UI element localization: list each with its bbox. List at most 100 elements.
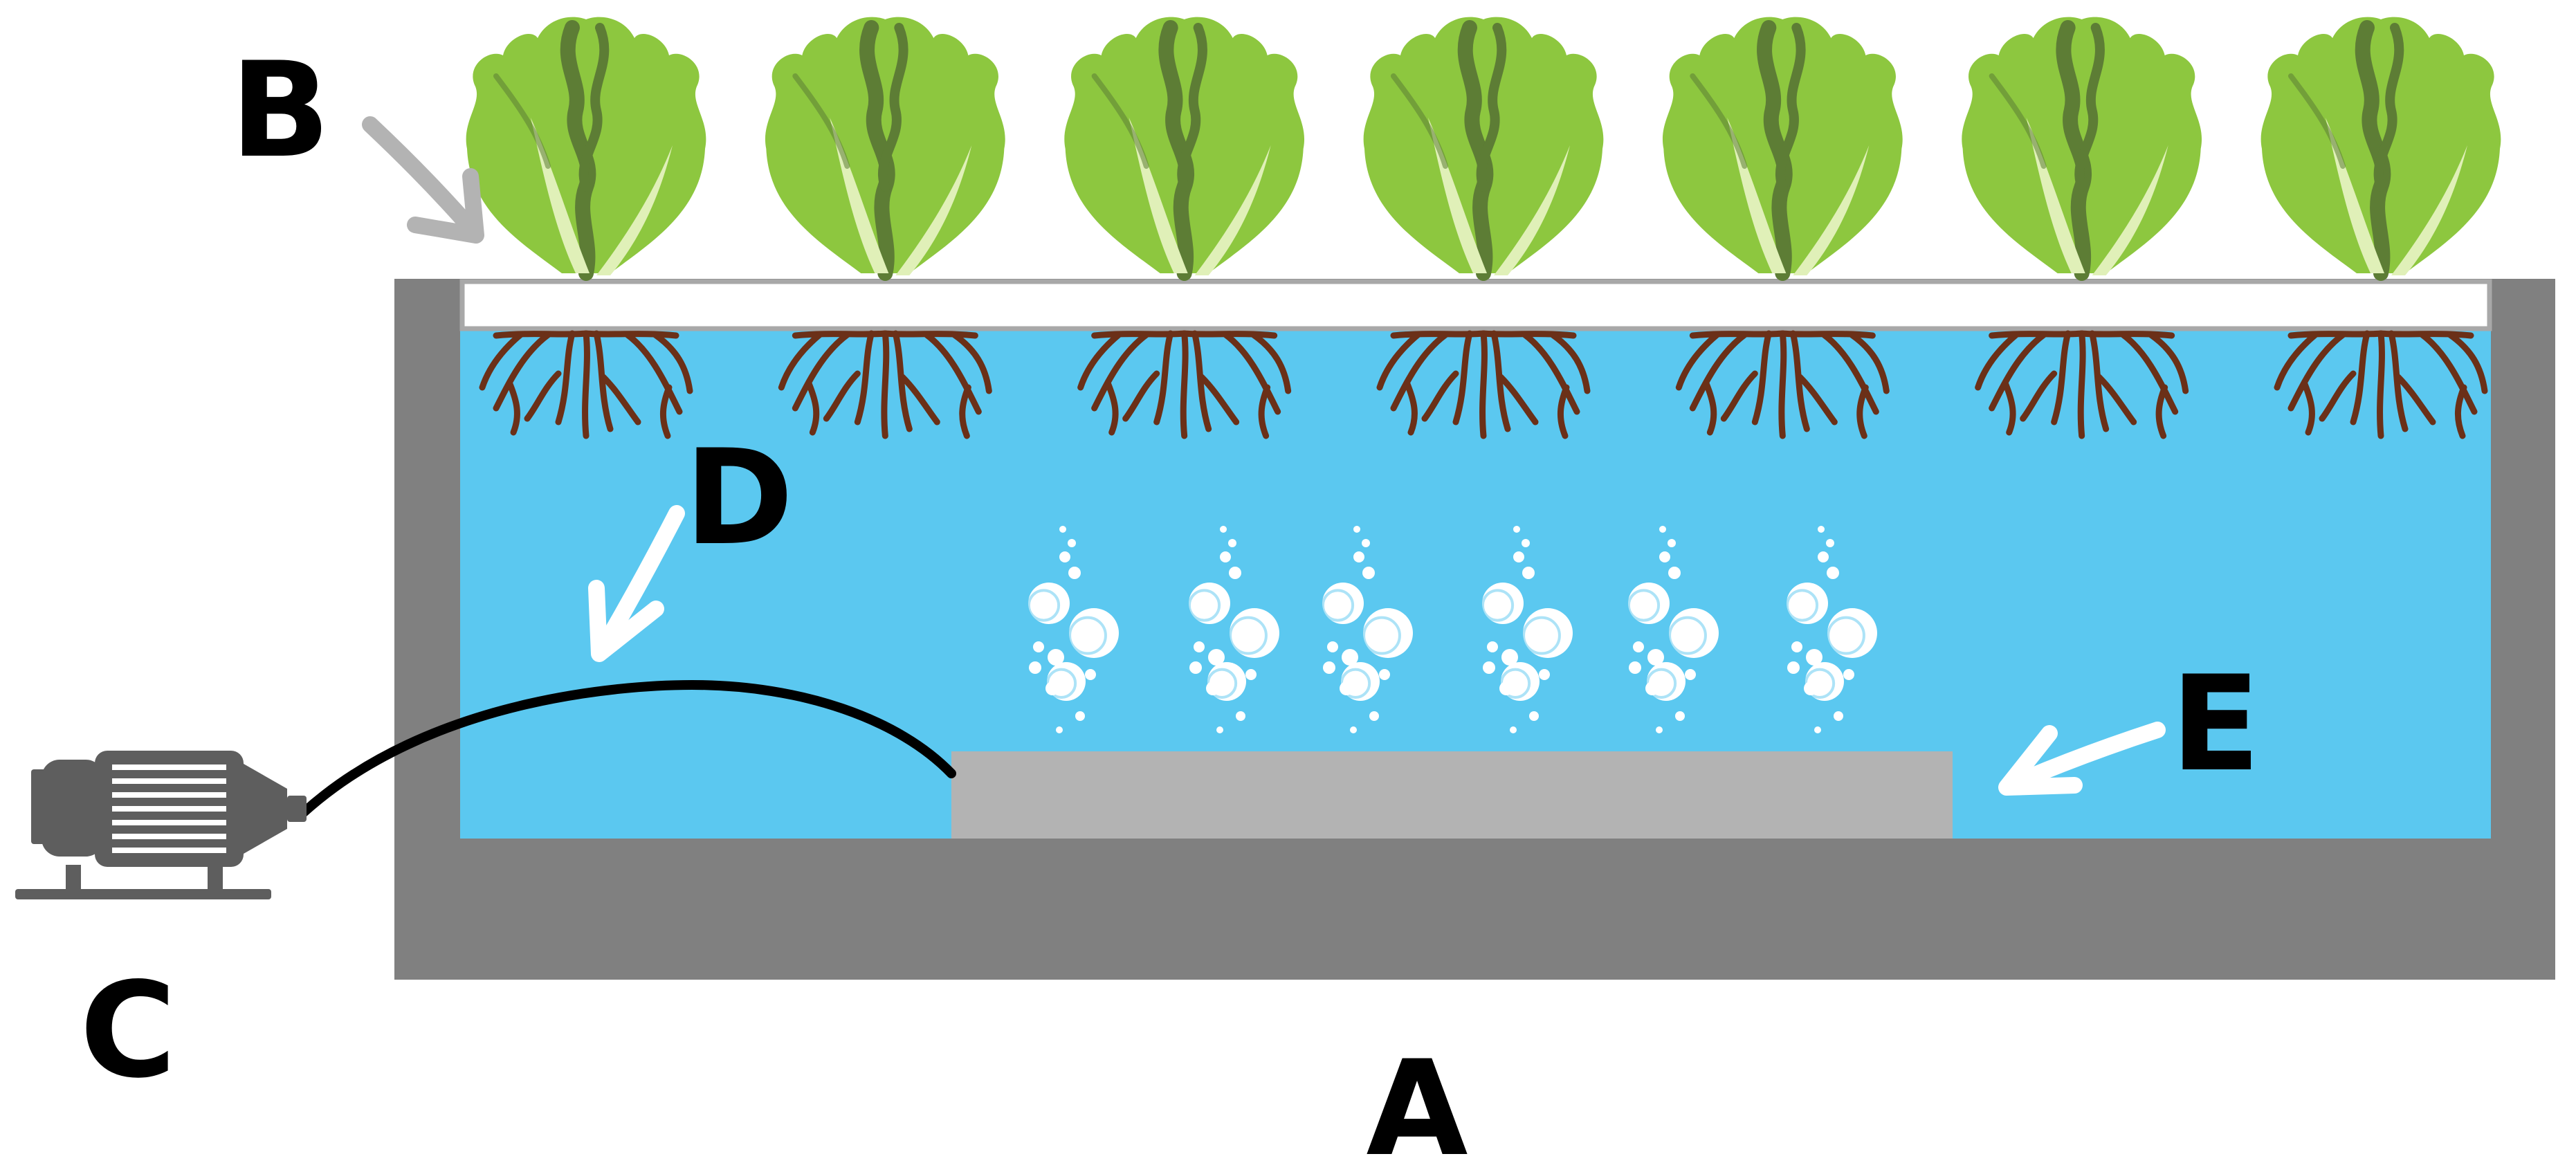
root-strand [2148, 331, 2189, 394]
air-bubble [1668, 567, 1681, 579]
bubble-cluster [1187, 526, 1279, 733]
air-bubble [1350, 726, 1357, 733]
pump-fin [112, 834, 226, 839]
air-pump [15, 751, 307, 899]
air-bubble [1522, 539, 1530, 547]
pump-foot-left [66, 865, 81, 892]
root-strand [1989, 331, 2047, 412]
pump-fin [112, 848, 226, 853]
pump-outlet [287, 796, 307, 822]
bubble-highlight [1645, 668, 1677, 699]
air-bubble [1056, 726, 1063, 733]
root-strand [1404, 381, 1418, 436]
air-bubble [1510, 726, 1517, 733]
bubble-highlight [1785, 589, 1819, 622]
air-bubble [1806, 649, 1823, 666]
root-strand [1689, 331, 1748, 412]
root-strand [1796, 374, 1838, 425]
plant-roots [1376, 330, 1591, 439]
root-strand [652, 331, 693, 394]
air-bubble [1353, 551, 1364, 562]
root-strand [659, 384, 673, 439]
air-bubble [1189, 583, 1230, 624]
air-bubble [1236, 711, 1245, 721]
air-tube [298, 679, 956, 818]
air-bubble [1826, 539, 1834, 547]
air-bubble [1228, 539, 1236, 547]
bubble-cluster [1627, 526, 1719, 733]
bubble-highlight [1187, 589, 1221, 622]
air-bubble [1379, 669, 1390, 680]
air-bubble [1483, 661, 1495, 674]
root-strand [2301, 381, 2315, 436]
root-strand [555, 330, 576, 425]
leaf-vein [2373, 23, 2404, 192]
air-bubble [1362, 567, 1375, 579]
leaf-midrib [2056, 20, 2092, 281]
root-strand [1452, 330, 1473, 425]
root-strand [1820, 331, 1879, 415]
air-bubble [1369, 711, 1379, 721]
air-bubble [1069, 608, 1119, 658]
root-strand [2377, 330, 2385, 439]
bubble-highlight [1627, 589, 1661, 622]
bubble-cluster [1481, 526, 1573, 733]
air-bubble [1645, 681, 1659, 695]
root-strand [1557, 384, 1570, 439]
lettuce-plant [1064, 17, 1305, 281]
root-strand [1180, 330, 1189, 439]
air-bubble [1659, 526, 1666, 533]
plant-roots [2274, 330, 2488, 439]
air-bubble [1628, 583, 1670, 624]
pump-nozzle [239, 761, 287, 857]
bubble-highlight [1068, 616, 1107, 655]
root-strand [600, 374, 641, 425]
air-bubble [1229, 567, 1241, 579]
leaf-vein [578, 23, 610, 192]
air-bubble [1791, 641, 1802, 652]
root-strand [792, 331, 850, 412]
root-strand [1497, 374, 1539, 425]
air-bubble [1059, 526, 1066, 533]
root-strand [1751, 330, 1772, 425]
root-strand [1549, 331, 1591, 394]
root-strand [2077, 330, 2086, 439]
plant-roots [1077, 330, 1292, 439]
root-strand [493, 331, 551, 412]
pump-cooling-fins [112, 764, 226, 853]
leaf-vein [2074, 23, 2105, 192]
label-a: A [1366, 1032, 1468, 1172]
root-strand [2350, 330, 2371, 425]
root-strand [2447, 331, 2488, 394]
leaf-vein [1177, 23, 1207, 192]
arrow-e [1998, 722, 2166, 796]
root-strand [959, 384, 971, 439]
air-bubble [1814, 726, 1821, 733]
root-strand [2395, 374, 2436, 425]
air-stone [951, 751, 1953, 839]
leaf-side-vein [1091, 73, 1149, 169]
air-bubble [1787, 661, 1800, 674]
root-strand [951, 331, 992, 394]
root-strand [1720, 370, 1758, 422]
air-bubble [1501, 649, 1518, 666]
air-bubble [1669, 608, 1719, 658]
air-bubble [1843, 669, 1854, 680]
root-strand [1091, 331, 1150, 412]
root-strand [2319, 370, 2357, 422]
lettuce-plant [2260, 17, 2501, 281]
bubble-highlight [1827, 616, 1865, 655]
root-strand [1105, 381, 1119, 436]
root-strand [2120, 331, 2179, 415]
bubble-highlight [1340, 668, 1371, 699]
air-bubble [1322, 583, 1364, 624]
air-bubble [1220, 551, 1231, 562]
air-bubble [1085, 669, 1096, 680]
air-bubble [1827, 567, 1839, 579]
bubble-highlight [1362, 616, 1401, 655]
root-strand [479, 331, 524, 391]
root-strand [1122, 370, 1160, 422]
air-bubble [1048, 649, 1064, 666]
leaf-midrib [1757, 20, 1793, 281]
